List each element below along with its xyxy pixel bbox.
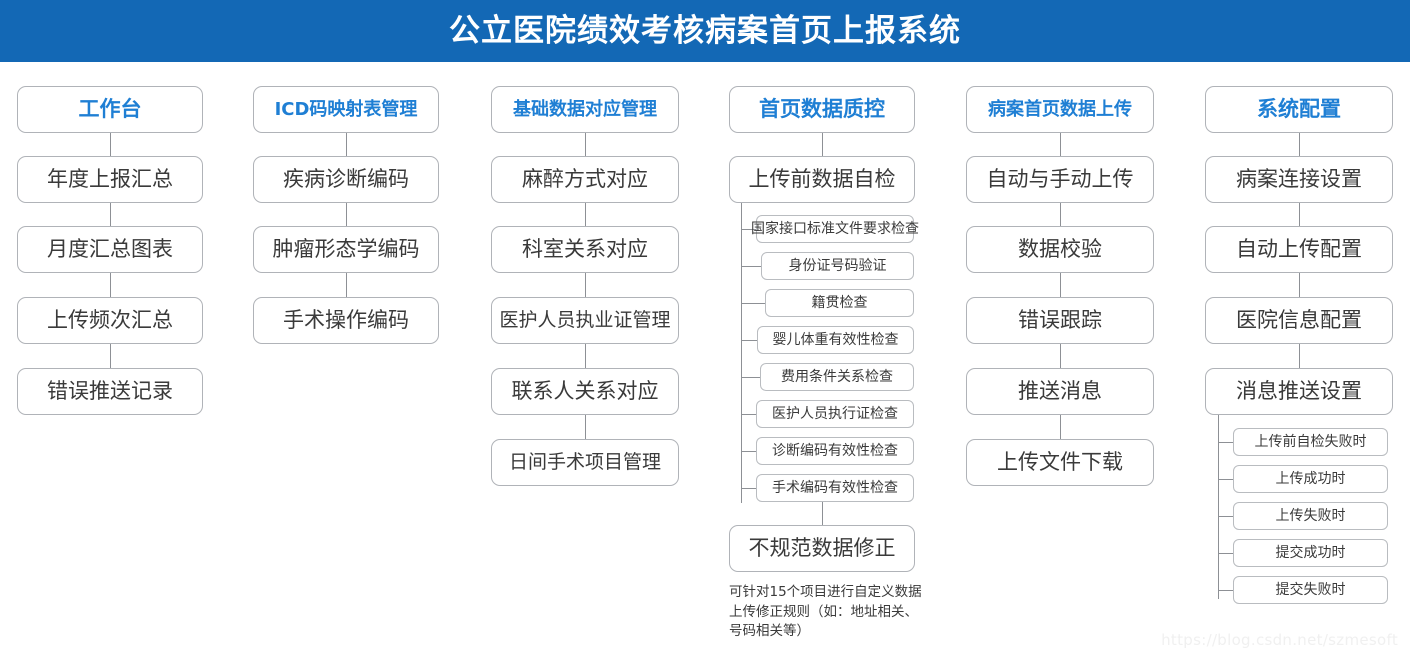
- connector-line: [1299, 273, 1300, 297]
- connector-elbow: [1218, 479, 1233, 480]
- connector-elbow: [741, 229, 756, 230]
- node-day-surgery-project-management[interactable]: 日间手术项目管理: [491, 439, 679, 486]
- node-message-push-setting[interactable]: 消息推送设置: [1205, 368, 1393, 415]
- node-sub-medical-staff-practice-license-check[interactable]: 医护人员执行证检查: [756, 400, 914, 428]
- node-annual-report-summary[interactable]: 年度上报汇总: [17, 156, 203, 203]
- node-upload-file-download[interactable]: 上传文件下载: [966, 439, 1154, 486]
- node-auto-manual-upload[interactable]: 自动与手动上传: [966, 156, 1154, 203]
- connector-line: [110, 273, 111, 297]
- connector-line: [110, 203, 111, 226]
- connector-line: [346, 203, 347, 226]
- connector-elbow: [1218, 553, 1233, 554]
- node-error-tracking[interactable]: 错误跟踪: [966, 297, 1154, 344]
- node-disease-diagnosis-code[interactable]: 疾病诊断编码: [253, 156, 439, 203]
- node-sub-on-upload-failure[interactable]: 上传失败时: [1233, 502, 1388, 530]
- footnote-nonstandard-data-correction: 可针对15个项目进行自定义数据上传修正规则（如：地址相关、号码相关等）: [729, 584, 922, 640]
- node-root-basic-data-mapping[interactable]: 基础数据对应管理: [491, 86, 679, 133]
- watermark: https://blog.csdn.net/szmesoft: [1161, 631, 1398, 649]
- node-sub-fee-condition-relation-check[interactable]: 费用条件关系检查: [760, 363, 914, 391]
- page-title: 公立医院绩效考核病案首页上报系统: [449, 12, 961, 49]
- connector-line: [1060, 273, 1061, 297]
- node-monthly-summary-chart[interactable]: 月度汇总图表: [17, 226, 203, 273]
- node-root-workbench[interactable]: 工作台: [17, 86, 203, 133]
- node-sub-on-submit-success[interactable]: 提交成功时: [1233, 539, 1388, 567]
- node-sub-native-place-check[interactable]: 籍贯检查: [765, 289, 914, 317]
- node-sub-surgery-code-validity-check[interactable]: 手术编码有效性检查: [756, 474, 914, 502]
- connector-line: [585, 203, 586, 226]
- connector-line: [1060, 203, 1061, 226]
- connector-line: [110, 133, 111, 156]
- node-sub-diagnosis-code-validity-check[interactable]: 诊断编码有效性检查: [756, 437, 914, 465]
- node-anesthesia-method-mapping[interactable]: 麻醉方式对应: [491, 156, 679, 203]
- node-department-relation-mapping[interactable]: 科室关系对应: [491, 226, 679, 273]
- node-tumor-morphology-code[interactable]: 肿瘤形态学编码: [253, 226, 439, 273]
- connector-elbow: [741, 451, 756, 452]
- connector-line: [1299, 133, 1300, 156]
- connector-line: [1060, 133, 1061, 156]
- connector-line: [585, 273, 586, 297]
- node-push-message[interactable]: 推送消息: [966, 368, 1154, 415]
- node-nonstandard-data-correction[interactable]: 不规范数据修正: [729, 525, 915, 572]
- connector-elbow: [1218, 516, 1233, 517]
- node-sub-on-upload-success[interactable]: 上传成功时: [1233, 465, 1388, 493]
- node-sub-on-pre-upload-self-check-failure[interactable]: 上传前自检失败时: [1233, 428, 1388, 456]
- node-medical-staff-license-management[interactable]: 医护人员执业证管理: [491, 297, 679, 344]
- connector-line: [346, 133, 347, 156]
- node-contact-relation-mapping[interactable]: 联系人关系对应: [491, 368, 679, 415]
- connector-line: [1060, 344, 1061, 368]
- node-root-record-homepage-upload[interactable]: 病案首页数据上传: [966, 86, 1154, 133]
- connector-elbow: [741, 340, 757, 341]
- node-root-icd-mapping[interactable]: ICD码映射表管理: [253, 86, 439, 133]
- connector-elbow: [741, 377, 760, 378]
- connector-line: [1299, 344, 1300, 368]
- connector-elbow: [741, 266, 761, 267]
- node-error-push-record[interactable]: 错误推送记录: [17, 368, 203, 415]
- node-surgery-operation-code[interactable]: 手术操作编码: [253, 297, 439, 344]
- connector-line: [585, 415, 586, 439]
- org-chart-diagram: 工作台 年度上报汇总 月度汇总图表 上传频次汇总 错误推送记录 ICD码映射表管…: [0, 62, 1410, 657]
- connector-elbow: [741, 488, 756, 489]
- node-upload-frequency-summary[interactable]: 上传频次汇总: [17, 297, 203, 344]
- app-header: 公立医院绩效考核病案首页上报系统: [0, 0, 1410, 62]
- connector-elbow: [741, 303, 765, 304]
- connector-line: [1060, 415, 1061, 439]
- connector-elbow: [1218, 590, 1233, 591]
- connector-line: [822, 502, 823, 525]
- node-sub-on-submit-failure[interactable]: 提交失败时: [1233, 576, 1388, 604]
- connector-line: [346, 273, 347, 297]
- node-root-system-config[interactable]: 系统配置: [1205, 86, 1393, 133]
- connector-line: [1299, 203, 1300, 226]
- connector-elbow: [1218, 442, 1233, 443]
- node-sub-infant-weight-validity-check[interactable]: 婴儿体重有效性检查: [757, 326, 914, 354]
- connector-elbow: [741, 414, 756, 415]
- connector-line: [110, 344, 111, 368]
- node-pre-upload-self-check[interactable]: 上传前数据自检: [729, 156, 915, 203]
- connector-trunk-line: [741, 203, 742, 503]
- node-hospital-info-config[interactable]: 医院信息配置: [1205, 297, 1393, 344]
- node-auto-upload-config[interactable]: 自动上传配置: [1205, 226, 1393, 273]
- connector-line: [822, 133, 823, 156]
- connector-line: [585, 344, 586, 368]
- connector-line: [585, 133, 586, 156]
- node-record-connection-setting[interactable]: 病案连接设置: [1205, 156, 1393, 203]
- node-sub-id-number-validation[interactable]: 身份证号码验证: [761, 252, 914, 280]
- node-root-homepage-quality-control[interactable]: 首页数据质控: [729, 86, 915, 133]
- node-data-validation[interactable]: 数据校验: [966, 226, 1154, 273]
- connector-trunk-line: [1218, 415, 1219, 599]
- node-sub-national-interface-standard-check[interactable]: 国家接口标准文件要求检查: [751, 215, 919, 243]
